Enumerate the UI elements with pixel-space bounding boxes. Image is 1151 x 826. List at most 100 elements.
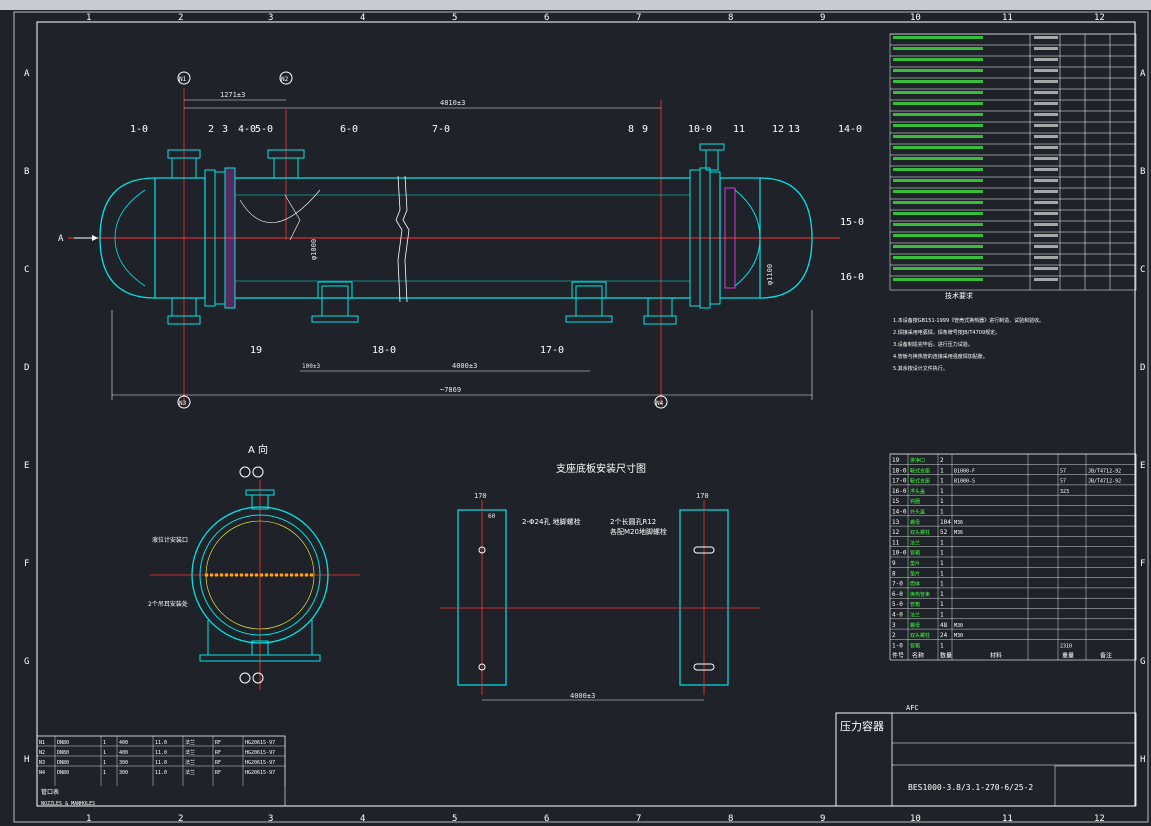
svg-text:筒体: 筒体 (910, 581, 920, 588)
svg-text:DN80: DN80 (57, 750, 69, 756)
svg-text:N1: N1 (179, 76, 187, 83)
svg-text:9: 9 (892, 560, 896, 567)
tech-note-line: 5.其余按设计文件执行。 (893, 365, 948, 372)
part-callout: 19 (250, 345, 262, 356)
grid-letter: C (1140, 265, 1145, 275)
svg-text:HG20615-97: HG20615-97 (245, 750, 275, 756)
svg-text:螺母: 螺母 (910, 622, 920, 629)
svg-text:1: 1 (940, 612, 944, 619)
grid-number: 10 (910, 13, 921, 23)
svg-text:件号: 件号 (892, 652, 904, 660)
svg-text:RF: RF (215, 740, 221, 746)
svg-text:5-0: 5-0 (892, 601, 903, 608)
svg-text:24: 24 (940, 632, 948, 639)
svg-text:1: 1 (940, 539, 944, 546)
svg-text:N1: N1 (39, 740, 45, 746)
nozzle-table-subtitle: NOZZLES & MANHOLES (41, 801, 95, 807)
svg-text:B1000-S: B1000-S (954, 479, 975, 485)
drawing-border (13, 11, 1149, 823)
grid-letter: H (1140, 755, 1145, 765)
svg-text:双头螺柱: 双头螺柱 (910, 632, 930, 639)
svg-text:57: 57 (1060, 468, 1066, 474)
svg-text:1: 1 (103, 770, 106, 776)
part-callout: 16-0 (840, 272, 864, 283)
svg-text:HG20615-97: HG20615-97 (245, 740, 275, 746)
base-note-right-2: 各配M20地脚螺栓 (610, 527, 667, 536)
svg-text:1: 1 (103, 760, 106, 766)
svg-text:1: 1 (940, 467, 944, 474)
grid-number: 6 (544, 13, 549, 23)
svg-text:DN80: DN80 (57, 760, 69, 766)
view-a-note-1: 液位计安装口 (152, 536, 188, 544)
svg-text:管箱: 管箱 (910, 550, 920, 557)
svg-text:11.0: 11.0 (155, 760, 167, 766)
svg-text:400: 400 (119, 740, 128, 746)
svg-text:N4: N4 (656, 400, 664, 407)
svg-text:钩圈: 钩圈 (910, 498, 920, 505)
svg-text:法兰: 法兰 (185, 749, 195, 756)
svg-text:6-0: 6-0 (892, 591, 903, 598)
dim-7869: ~7869 (440, 386, 461, 394)
svg-text:HG20615-97: HG20615-97 (245, 770, 275, 776)
tech-note-line: 3.设备制造完毕后，进行压力试验。 (893, 341, 973, 348)
svg-text:B1000-F: B1000-F (954, 468, 975, 474)
svg-text:10-0: 10-0 (892, 550, 907, 557)
grid-number: 5 (452, 814, 457, 824)
part-callout: 2 (208, 124, 214, 135)
dim-100: 100±3 (302, 363, 320, 370)
grid-letter: B (1140, 167, 1145, 177)
grid-number: 11 (1002, 814, 1013, 824)
view-a-title: A 向 (248, 443, 268, 456)
svg-text:2: 2 (940, 457, 944, 464)
part-callout: 1-0 (130, 124, 148, 135)
grid-number: 11 (1002, 13, 1013, 23)
svg-text:1: 1 (940, 509, 944, 516)
title-block: 压力容器 BES1000-3.8/3.1-270-6/25-2 AFC (835, 704, 1137, 807)
base-note-left: 2-Φ24孔 地脚螺栓 (522, 517, 581, 526)
svg-text:400: 400 (119, 750, 128, 756)
svg-text:15: 15 (892, 498, 900, 505)
base-note-right: 2个长圆孔R12 (610, 517, 656, 526)
part-callout: 12 (772, 124, 784, 135)
base-dim-top-left: 170 (474, 492, 487, 500)
svg-text:300: 300 (119, 760, 128, 766)
grid-letter: A (24, 69, 30, 79)
grid-number: 1 (86, 13, 91, 23)
tech-note-line: 1.本设备按GB151-1999《管壳式换热器》进行制造、试验和验收。 (893, 317, 1044, 324)
svg-text:DN80: DN80 (57, 740, 69, 746)
svg-text:外头盖: 外头盖 (910, 509, 925, 516)
svg-text:法兰: 法兰 (185, 739, 195, 746)
grid-number: 2 (178, 13, 183, 23)
svg-text:法兰: 法兰 (910, 612, 920, 619)
svg-text:N4: N4 (39, 770, 45, 776)
nozzle-marker: N4 (654, 395, 668, 409)
dim-4000: 4000±3 (452, 362, 477, 370)
svg-text:重量: 重量 (1062, 652, 1074, 660)
exchanger-elevation-view: A 1271±3 4810±3 4000±3 100±3 ~7869 φ1000… (58, 71, 864, 409)
part-callout: 14-0 (838, 124, 862, 135)
parts-table-header: 件号名称数量材料重量备注 (892, 652, 1112, 660)
svg-text:13: 13 (892, 519, 900, 526)
part-callout: 9 (642, 124, 648, 135)
svg-text:300: 300 (119, 770, 128, 776)
svg-text:N2: N2 (281, 76, 289, 83)
grid-number: 9 (820, 814, 825, 824)
base-plate-title: 支座底板安装尺寸图 (556, 462, 646, 475)
svg-text:57: 57 (1060, 479, 1066, 485)
part-callout: 10-0 (688, 124, 712, 135)
base-dim-bottom: 4000±3 (570, 692, 595, 700)
grid-number: 10 (910, 814, 921, 824)
svg-text:数量: 数量 (940, 652, 952, 660)
